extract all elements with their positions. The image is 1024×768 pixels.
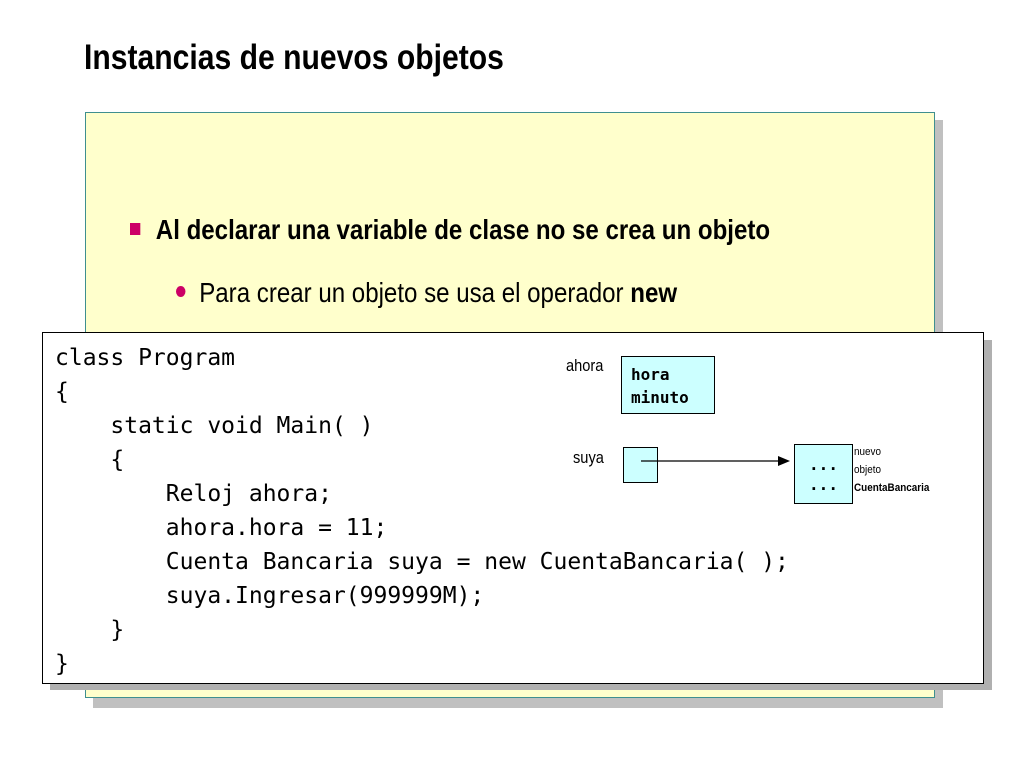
code-line: class Program [55,345,236,371]
round-bullet-icon [176,286,186,298]
code-line: } [55,651,69,677]
bullet-main-text: Al declarar una variable de clase no se … [155,214,771,245]
object-caption-line: nuevo [854,446,881,458]
bullet-sub: Para crear un objeto se usa el operador … [176,277,677,309]
code-line: } [55,617,125,643]
ahora-field: hora [631,365,670,384]
bullet-sub-text: Para crear un objeto se usa el operador [199,277,631,308]
code-line: suya.Ingresar(999999M); [55,583,485,609]
code-line: Cuenta Bancaria suya = new CuentaBancari… [55,549,789,575]
code-line: { [55,379,69,405]
suya-reference-box [623,447,658,483]
object-caption-line: CuentaBancaria [854,482,930,494]
code-line: Reloj ahora; [55,481,332,507]
suya-label: suya [573,448,604,467]
bullet-main: Al declarar una variable de clase no se … [130,214,770,246]
object-caption-line: objeto [854,464,881,476]
ahora-label: ahora [566,356,604,375]
ahora-field: minuto [631,388,689,407]
object-field: ... [809,475,838,494]
square-bullet-icon [130,222,141,235]
bullet-sub-keyword: new [630,277,678,308]
code-line: { [55,447,125,473]
code-panel: class Program { static void Main( ) { Re… [42,332,984,684]
object-caption: nuevo objeto CuentaBancaria [854,443,929,497]
cuentabancaria-object-box: ... ... [794,444,853,504]
code-line: ahora.hora = 11; [55,515,388,541]
code-line: static void Main( ) [55,413,374,439]
ahora-struct-box: hora minuto [621,356,715,414]
slide-title: Instancias de nuevos objetos [84,38,504,77]
object-field: ... [809,455,838,474]
